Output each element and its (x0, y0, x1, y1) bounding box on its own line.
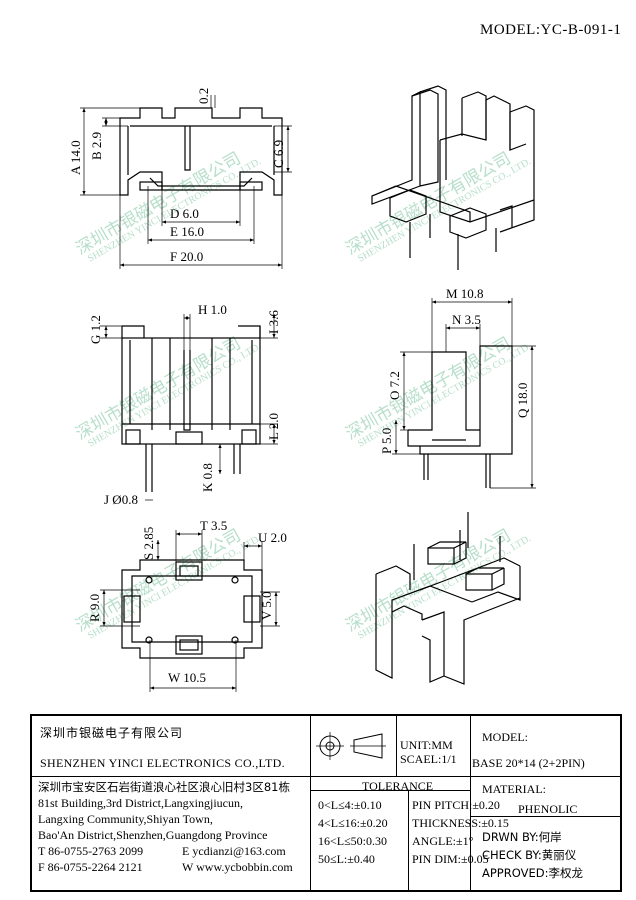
watermark-text: 深圳市银磁电子有限公司 (343, 149, 514, 259)
company-name-en: SHENZHEN YINCI ELECTRONICS CO.,LTD. (40, 756, 285, 770)
dim-m: M 10.8 (446, 286, 484, 301)
watermark: 深圳市银磁电子有限公司 SHENZHEN YINCI ELECTRONICS C… (73, 149, 533, 642)
dim-i: I 3.6 (266, 310, 281, 334)
dim-f: F 20.0 (170, 249, 203, 264)
tolerance-title: TOLERANCE (362, 779, 434, 793)
watermark-text: SHENZHEN YINCI ELECTRONICS CO., LTD. (86, 533, 263, 641)
dim-d: D 6.0 (170, 206, 199, 221)
tolerance-row: 4<L≤16:±0.20 (318, 816, 388, 830)
model-label: MODEL: (482, 730, 528, 744)
dim-b: B 2.9 (89, 132, 104, 160)
tolerance-row: THICKNESS:±0.15 (412, 816, 509, 830)
front-view (119, 107, 283, 196)
tolerance-row: PIN PITCH:±0.20 (412, 798, 500, 812)
tolerance-row: ANGLE:±1° (412, 834, 474, 848)
projection-symbol-icon (316, 732, 386, 760)
side-view (121, 325, 261, 492)
dim-t: T 3.5 (200, 518, 227, 533)
dim-r: R 9.0 (87, 594, 102, 622)
dim-e: E 16.0 (170, 224, 204, 239)
email: E ycdianzi@163.com (182, 844, 286, 858)
dim-h: H 1.0 (198, 302, 227, 317)
profile-view-dimensions (392, 298, 536, 489)
tolerance-row: 16<L≤50:0.30 (318, 834, 388, 848)
telephone: T 86-0755-2763 2099 (38, 844, 144, 858)
approved-by: APPROVED:李权龙 (482, 866, 583, 880)
address-line: 81st Building,3rd District,Langxingjiucu… (38, 796, 243, 810)
dim-g: G 1.2 (88, 315, 103, 344)
drawn-by: DRWN BY:何岸 (482, 830, 562, 844)
front-view-labels: A 14.0 B 2.9 C 6.9 0.2 D 6.0 E 16.0 F 20… (68, 88, 286, 264)
address-line: 深圳市宝安区石岩街道浪心社区浪心旧村3区81栋 (38, 780, 290, 794)
dim-n: N 3.5 (452, 312, 481, 327)
unit-label: UNIT:MM (400, 738, 453, 752)
model-value: BASE 20*14 (2+2PIN) (472, 756, 585, 770)
side-view-labels: G 1.2 H 1.0 I 3.6 L 2.0 K 0.8 J Ø0.8 (88, 302, 281, 507)
dim-l: L 2.0 (266, 413, 281, 440)
check-by: CHECK BY:黄丽仪 (482, 848, 577, 862)
address-line: Langxing Community,Shiyan Town, (38, 812, 213, 826)
bottom-view-labels: R 9.0 S 2.85 T 3.5 U 2.0 V 5.0 W 10.5 (87, 518, 287, 685)
isometric-view-bottom (375, 512, 521, 685)
tolerance-row: 0<L≤4:±0.10 (318, 798, 382, 812)
dim-a: A 14.0 (68, 140, 83, 175)
dim-s: S 2.85 (141, 527, 156, 560)
material-label: MATERIAL: (482, 782, 546, 796)
profile-view-labels: M 10.8 N 3.5 O 7.2 P 5.0 Q 18.0 (379, 286, 530, 454)
dim-p: P 5.0 (379, 428, 394, 454)
dim-top-gap: 0.2 (196, 88, 211, 104)
dim-c: C 6.9 (271, 140, 286, 168)
company-name-cn: 深圳市银磁电子有限公司 (40, 726, 184, 740)
side-view-dimensions (100, 314, 278, 501)
dim-k: K 0.8 (200, 463, 215, 492)
watermark-text: 深圳市银磁电子有限公司 (73, 149, 244, 259)
tolerance-row: 50≤L:±0.40 (318, 852, 375, 866)
dim-u: U 2.0 (258, 530, 287, 545)
fax: F 86-0755-2264 2121 (38, 860, 143, 874)
title-block: 深圳市银磁电子有限公司 SHENZHEN YINCI ELECTRONICS C… (30, 714, 622, 892)
bottom-view-dimensions (100, 530, 280, 692)
front-view-dimensions (80, 95, 292, 269)
watermark-text: 深圳市银磁电子有限公司 (343, 334, 514, 444)
watermark-text: SHENZHEN YINCI ELECTRONICS CO., LTD. (86, 341, 263, 449)
watermark-text: SHENZHEN YINCI ELECTRONICS CO., LTD. (356, 156, 533, 264)
profile-view (407, 345, 513, 488)
material-value: PHENOLIC (518, 802, 578, 816)
technical-drawing: 深圳市银磁电子有限公司 SHENZHEN YINCI ELECTRONICS C… (68, 85, 536, 692)
bottom-view (121, 559, 263, 659)
dim-o: O 7.2 (387, 371, 402, 400)
isometric-view-top (371, 85, 535, 270)
dim-v: V 5.0 (259, 591, 274, 620)
dim-q: Q 18.0 (515, 383, 530, 418)
dim-w: W 10.5 (168, 670, 206, 685)
dim-j: J Ø0.8 (104, 492, 138, 507)
watermark-text: 深圳市银磁电子有限公司 (73, 334, 244, 444)
tolerance-row: PIN DIM:±0.05 (412, 852, 489, 866)
scale-label: SCAEL:1/1 (400, 752, 457, 766)
address-line: Bao'An District,Shenzhen,Guangdong Provi… (38, 828, 268, 842)
model-number-header: MODEL:YC-B-091-1 (480, 22, 622, 38)
website: W www.ycbobbin.com (182, 860, 293, 874)
watermark-text: 深圳市银磁电子有限公司 (343, 526, 514, 636)
